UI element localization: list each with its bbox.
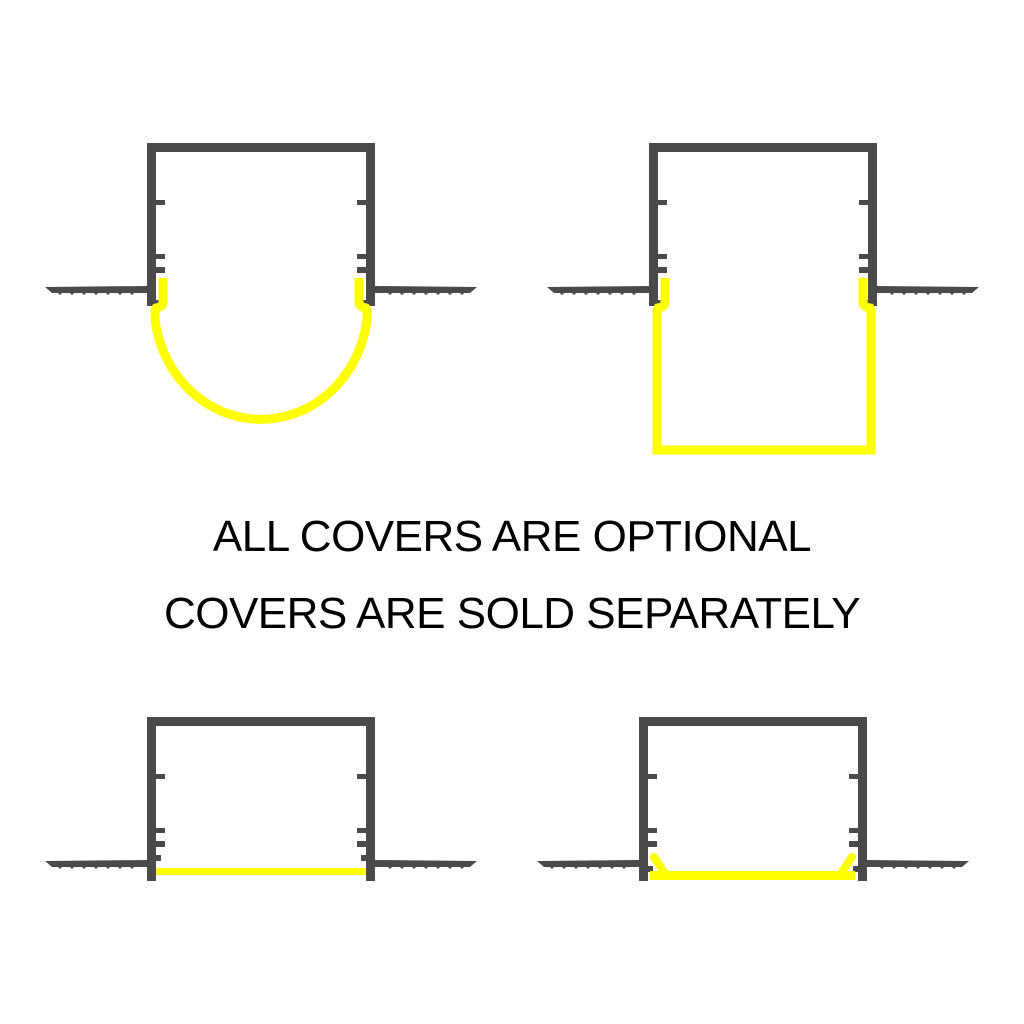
- profile-recessed-cover-drawing: [537, 717, 969, 881]
- drywall-texture: [560, 291, 966, 295]
- square-diffuser-cover: [652, 278, 876, 455]
- drywall-texture: [58, 291, 464, 295]
- profile-diagram-recessed-cover: [512, 680, 1024, 920]
- drywall-texture: [58, 865, 464, 869]
- profile-diagram-square-cover: [512, 0, 1024, 480]
- aluminum-profile: [45, 717, 477, 881]
- caption-optional-covers: ALL COVERS ARE OPTIONAL: [212, 512, 812, 561]
- profile-flat-cover-drawing: [45, 717, 477, 881]
- round-diffuser-cover: [150, 278, 372, 424]
- recessed-diffuser-cover: [650, 853, 856, 880]
- caption-sold-separately: COVERS ARE SOLD SEPARATELY: [163, 589, 861, 638]
- profile-round-cover-drawing: [45, 143, 477, 424]
- profile-diagram-flat-cover: [0, 680, 512, 920]
- aluminum-profile: [537, 717, 969, 881]
- drywall-texture: [550, 865, 956, 869]
- aluminum-profile: [547, 143, 979, 306]
- profile-square-cover-drawing: [547, 143, 979, 455]
- flat-diffuser-cover: [156, 868, 366, 875]
- aluminum-profile: [45, 143, 477, 306]
- profile-diagram-round-cover: [0, 0, 512, 480]
